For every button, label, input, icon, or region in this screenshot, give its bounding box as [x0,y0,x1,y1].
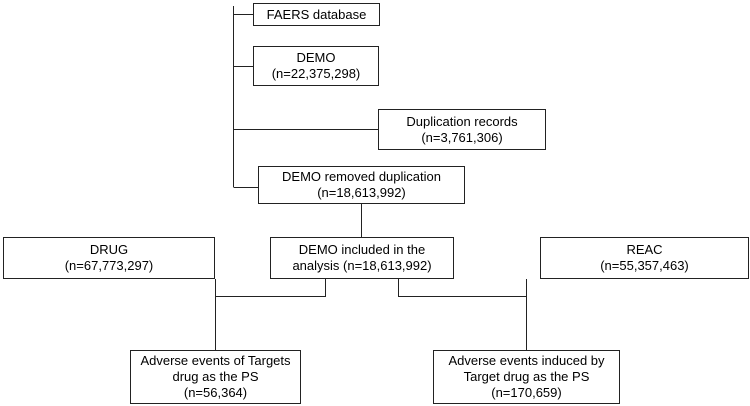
demo-included-line1: DEMO included in the [298,242,426,257]
ae-induced-ps-box: Adverse events induced by Target drug as… [433,350,620,404]
drug-count: (n=67,773,297) [64,258,154,273]
ae-induced-count: (n=170,659) [491,385,562,400]
duplication-count: (n=3,761,306) [421,129,503,145]
ae-targets-ps-box: Adverse events of Targets drug as the PS… [130,350,301,404]
demo-removed-duplication-box: DEMO removed duplication (n=18,613,992) [258,166,465,204]
demo-count: (n=22,375,298) [271,66,361,81]
ae-induced-line1: Adverse events induced by [448,353,605,368]
demo-label: DEMO [296,50,336,65]
ae-induced-line2: Target drug as the PS [463,369,590,384]
reac-label: REAC [626,242,663,257]
drug-label: DRUG [89,242,129,257]
ae-targets-count: (n=56,364) [183,385,248,400]
demo-removed-count: (n=18,613,992) [317,185,406,200]
demo-included-line2: analysis (n=18,613,992) [292,258,432,273]
drug-box: DRUG (n=67,773,297) [3,237,215,279]
demo-included-box: DEMO included in the analysis (n=18,613,… [270,237,454,279]
ae-targets-line1: Adverse events of Targets [140,353,291,368]
reac-count: (n=55,357,463) [600,258,689,273]
ae-targets-line2: drug as the PS [172,369,259,384]
demo-box: DEMO (n=22,375,298) [253,46,379,86]
faers-label: FAERS database [266,6,367,22]
faers-database-box: FAERS database [253,3,380,26]
reac-box: REAC (n=55,357,463) [540,237,749,279]
demo-removed-label: DEMO removed duplication [282,169,441,184]
duplication-label: Duplication records [406,113,518,129]
duplication-records-box: Duplication records (n=3,761,306) [378,109,546,150]
